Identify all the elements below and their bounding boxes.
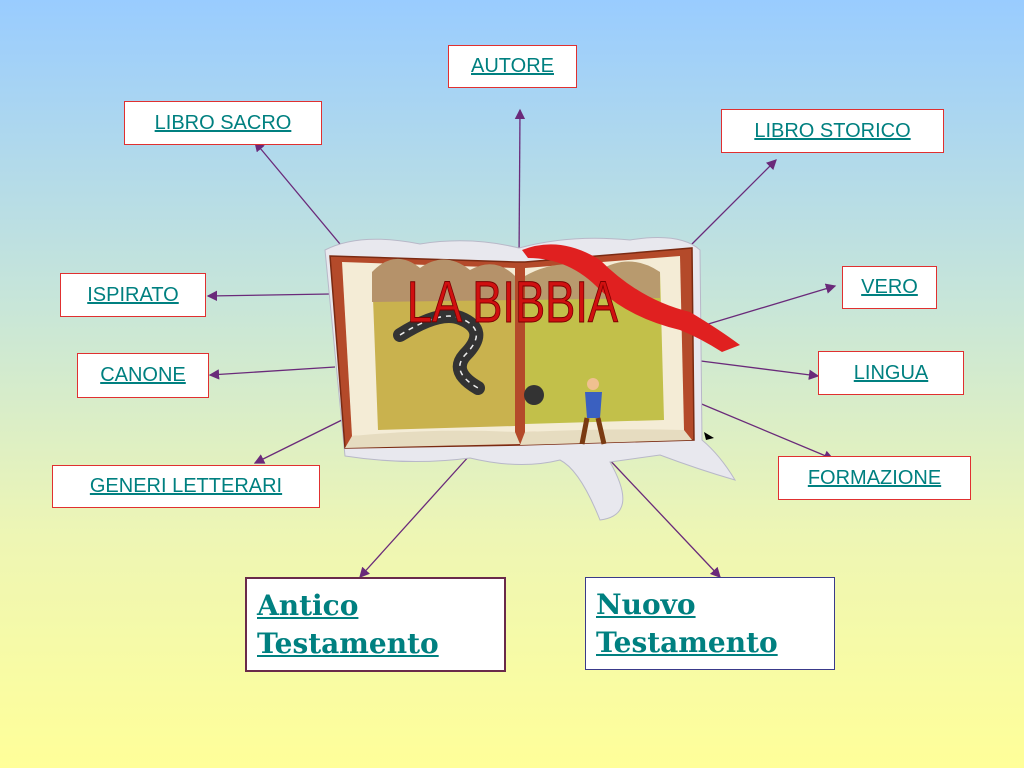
libro-sacro-link[interactable]: LIBRO SACRO [154,111,292,134]
arrow-libro-sacro [254,141,351,257]
formazione-box[interactable]: FORMAZIONE [778,456,971,500]
arrow-vero [694,283,837,329]
lingua-link[interactable]: LINGUA [853,361,929,384]
vero-box[interactable]: VERO [842,266,937,309]
canone-box[interactable]: CANONE [77,353,209,398]
arrow-formazione [691,399,835,461]
arrow-canone [208,366,336,380]
autore-box[interactable]: AUTORE [448,45,577,88]
canone-link[interactable]: CANONE [100,364,186,386]
ispirato-link[interactable]: ISPIRATO [87,283,179,306]
arrow-lingua [692,359,820,381]
generi-letterari-box[interactable]: GENERI LETTERARI [52,465,320,508]
vero-link[interactable]: VERO [861,276,918,298]
generi-letterari-link[interactable]: GENERI LETTERARI [89,475,283,497]
libro-sacro-box[interactable]: LIBRO SACRO [124,101,322,145]
lingua-box[interactable]: LINGUA [818,351,964,395]
arrow-generi-letterari [253,415,351,464]
pointer-icon [704,432,714,440]
libro-storico-link[interactable]: LIBRO STORICO [754,119,911,142]
nuovo-testamento-link[interactable]: Nuovo Testamento [596,588,778,659]
autore-link[interactable]: AUTORE [471,55,554,77]
book-title: LA BIBBIA [407,271,618,336]
antico-testamento-link[interactable]: Antico Testamento [257,589,439,660]
ispirato-box[interactable]: ISPIRATO [60,273,206,317]
arrow-ispirato [206,290,331,302]
formazione-link[interactable]: FORMAZIONE [807,466,942,489]
antico-testamento-box[interactable]: Antico Testamento [245,577,506,672]
nuovo-testamento-box[interactable]: Nuovo Testamento [585,577,835,670]
arrow-antico [359,454,471,578]
libro-storico-box[interactable]: LIBRO STORICO [721,109,944,153]
arrow-libro-storico [689,159,777,247]
arrow-autore [514,108,526,263]
arrow-nuovo [604,454,721,578]
